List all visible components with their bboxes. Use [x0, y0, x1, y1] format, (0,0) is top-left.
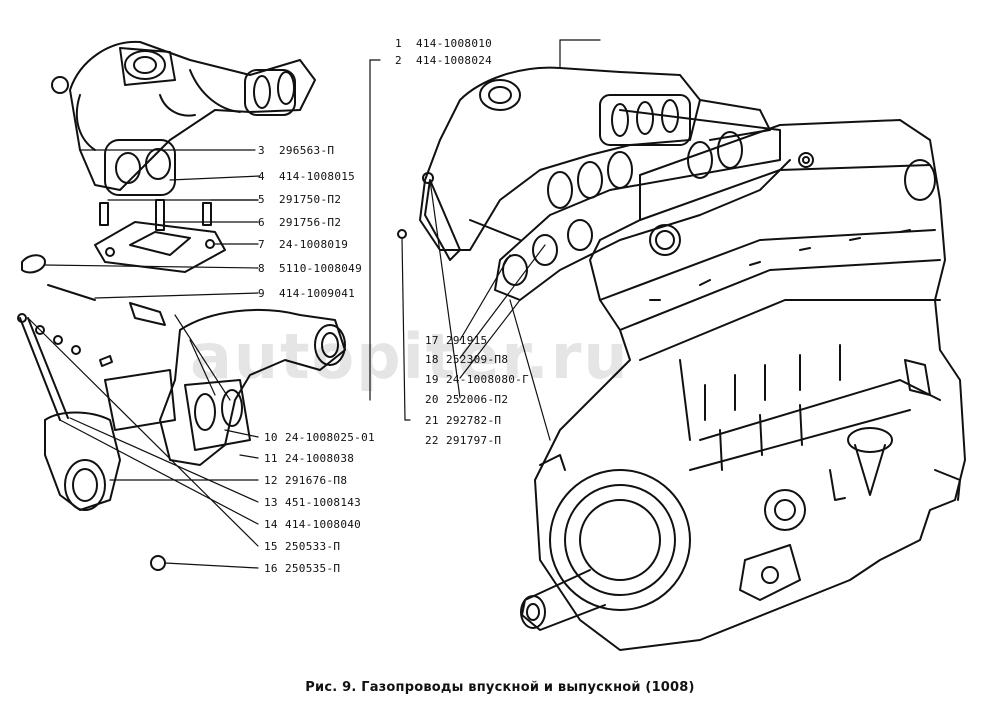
callout-2: 2 414-1008024 [395, 54, 493, 67]
callout-12: 12 291676-П8 [264, 474, 348, 487]
callout-14: 14 414-1008040 [264, 518, 362, 531]
callout-22: 22 291797-П [425, 434, 502, 447]
callout-8: 8 5110-1008049 [258, 262, 363, 275]
callout-17: 17 291915 [425, 334, 488, 347]
intake-manifold-drawing [51, 40, 316, 196]
callout-15: 15 250533-П [264, 540, 341, 553]
right-manifold-assembly-drawing [397, 66, 791, 301]
exhaust-manifold-drawing [17, 309, 346, 571]
callout-21: 21 292782-П [425, 414, 502, 427]
callout-5: 5 291750-П2 [258, 193, 342, 206]
engine-block-drawing [520, 119, 966, 651]
callout-20: 20 252006-П2 [425, 393, 509, 406]
callout-3: 3 296563-П [258, 144, 335, 157]
callout-10: 10 24-1008025-01 [264, 431, 375, 444]
callout-16: 16 250535-П [264, 562, 341, 575]
callout-11: 11 24-1008038 [264, 452, 355, 465]
studs-and-gasket-drawing [21, 199, 226, 326]
callout-7: 7 24-1008019 [258, 238, 349, 251]
callout-19: 19 24-1008080-Г [425, 373, 530, 386]
leader-lines [27, 39, 601, 569]
callout-6: 6 291756-П2 [258, 216, 342, 229]
callout-1: 1 414-1008010 [395, 37, 493, 50]
figure-caption: Рис. 9. Газопроводы впускной и выпускной… [305, 680, 695, 695]
watermark-text: autopiter.ru [190, 320, 630, 393]
callout-18: 18 252309-П8 [425, 353, 509, 366]
callout-13: 13 451-1008143 [264, 496, 362, 509]
callout-4: 4 414-1008015 [258, 170, 356, 183]
callout-9: 9 414-1009041 [258, 287, 356, 300]
